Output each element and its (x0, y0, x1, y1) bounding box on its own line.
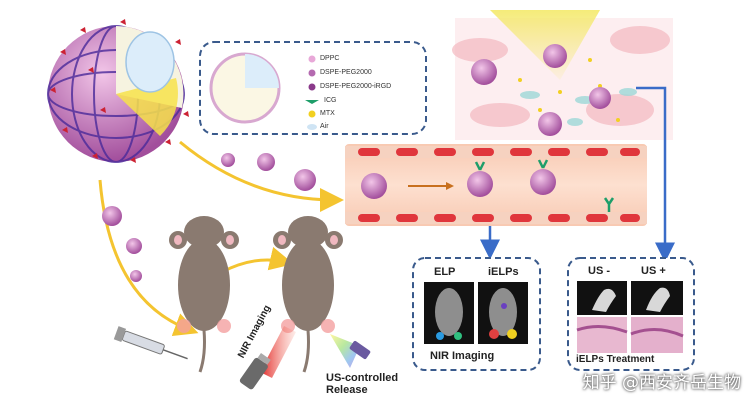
legend-swatch-icg (305, 100, 319, 104)
legend-label-dppc: DPPC (320, 55, 340, 62)
tumor-tissue (452, 10, 673, 140)
treatment-left-label: US - (588, 265, 610, 277)
legend-label-air: Air (320, 123, 329, 130)
imaging-right-label: iELPs (488, 266, 519, 278)
treatment-right-label: US + (641, 265, 666, 277)
legend-swatch-air (307, 124, 317, 130)
blood-vessel (345, 144, 647, 226)
treatment-panel (567, 257, 695, 371)
legend-label-icg: ICG (324, 97, 337, 104)
nir-beam (260, 326, 296, 378)
mouse-injection (169, 216, 239, 373)
legend-box (199, 41, 427, 135)
legend-swatch-dppc (308, 55, 316, 63)
legend-swatch-mtx (308, 110, 316, 118)
nir-device-icon (239, 352, 271, 390)
treatment-caption: iELPs Treatment (576, 354, 655, 365)
watermark: 知乎 @西安齐岳生物 (582, 373, 741, 393)
imaging-left-label: ELP (434, 266, 456, 278)
mouse-imaging (239, 216, 371, 390)
imaging-panel (412, 257, 541, 371)
legend-label-irgd: DSPE-PEG2000-iRGD (320, 83, 392, 90)
syringe-icon (113, 326, 188, 360)
legend-swatch-peg (308, 69, 316, 77)
legend-label-peg: DSPE-PEG2000 (320, 69, 372, 76)
small-nanoparticles (102, 153, 316, 282)
legend-swatch-irgd (308, 83, 316, 91)
imaging-caption: NIR Imaging (430, 350, 495, 362)
us-release-label: US-controlled Release (326, 372, 399, 396)
ultrasound-beam-mouse (330, 334, 360, 368)
large-nanoparticle (47, 19, 189, 163)
ultrasound-beam (490, 10, 600, 80)
legend-label-mtx: MTX (320, 110, 335, 117)
